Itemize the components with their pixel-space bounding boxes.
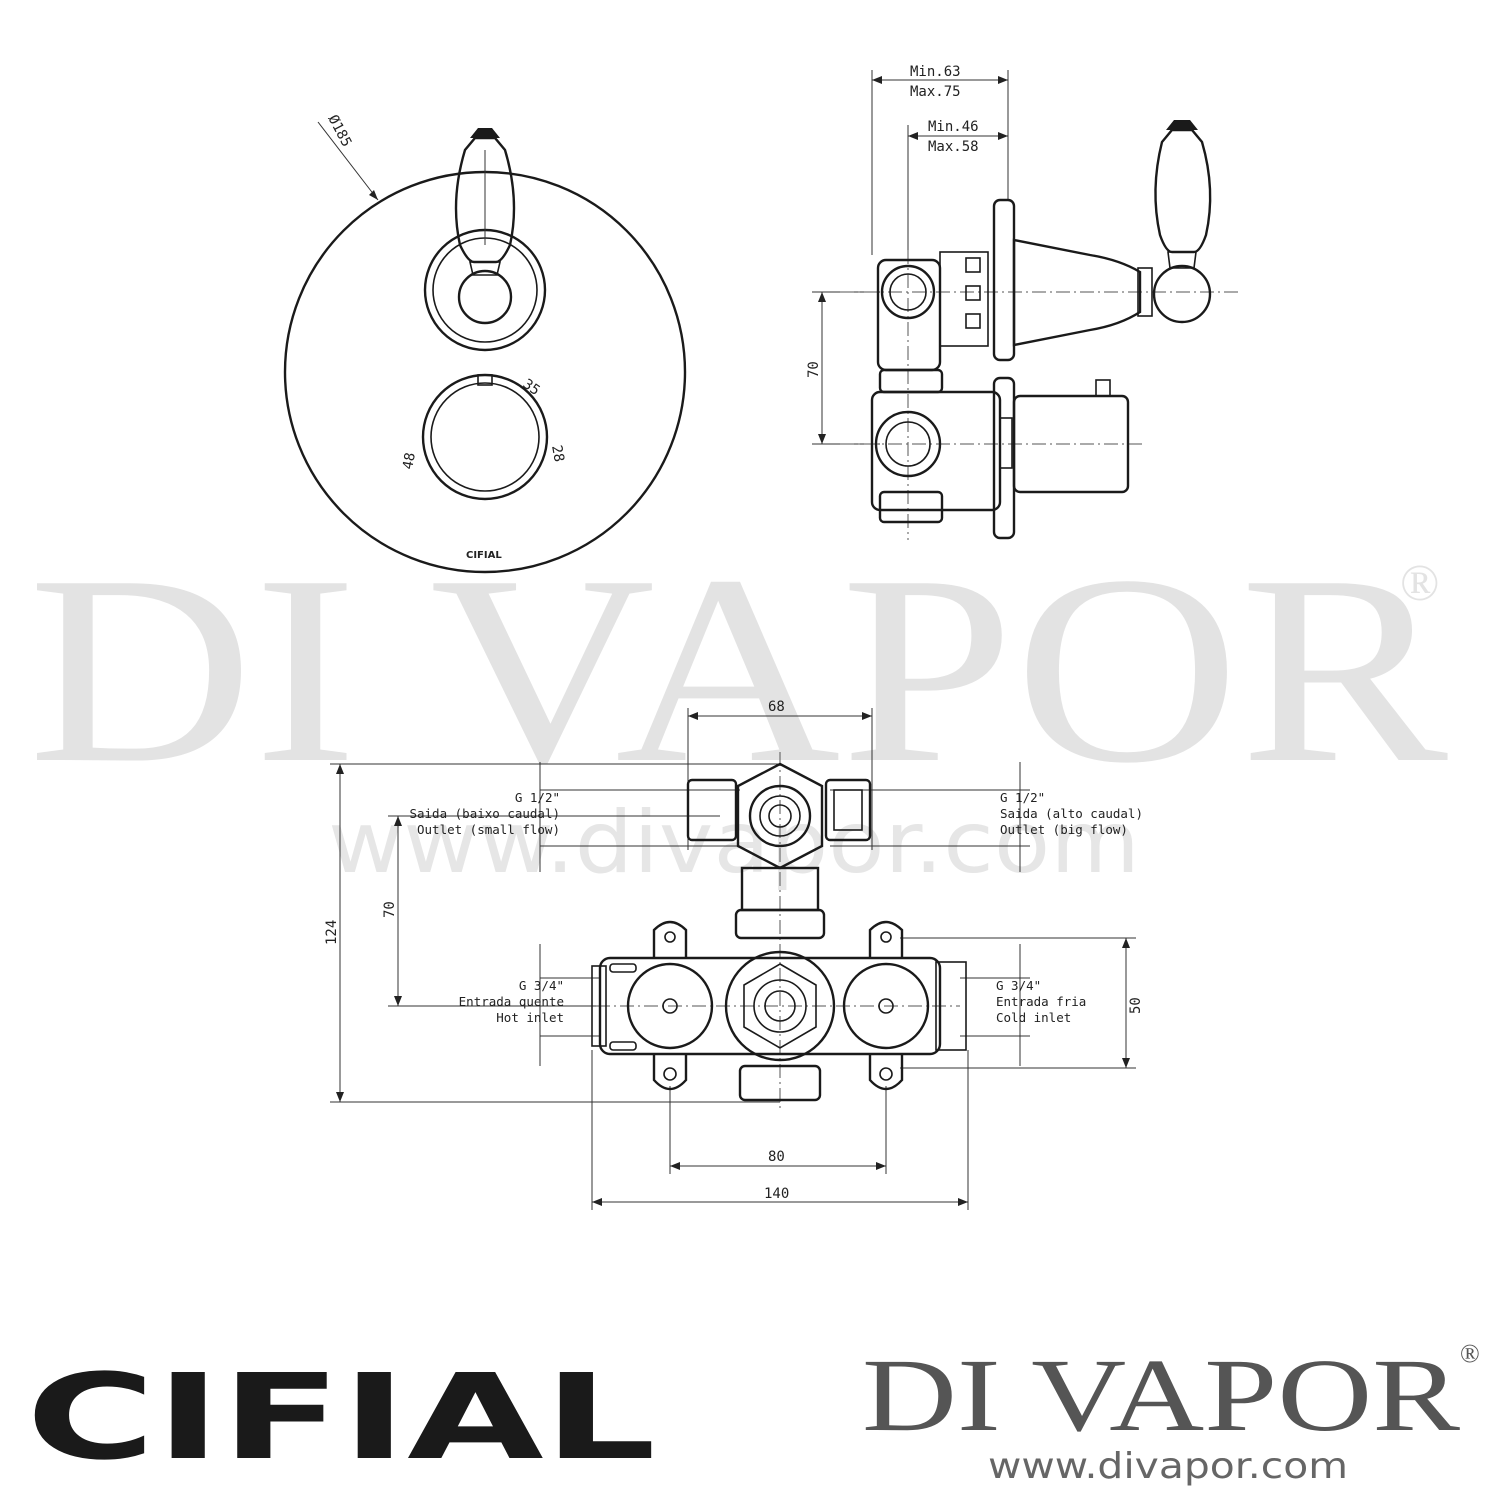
outlet-big-flow-label: G 1/2" Saida (alto caudal) Outlet (big f… [1000,790,1143,837]
lever-escutcheon [423,228,547,352]
divapor-registered-mark: ® [1460,1339,1480,1368]
dim-total-height: 124 [324,920,340,945]
dim-inner-min: Min.46 [928,119,979,135]
dim-outer-min: Min.63 [910,64,961,80]
outlet-small-flow-label: G 1/2" Saida (baixo caudal) Outlet (smal… [409,790,560,837]
svg-text:G 3/4": G 3/4" [519,978,564,993]
dim-mount-width: 80 [768,1149,785,1165]
dim-outer-max: Max.75 [910,84,961,100]
watermark-title: DI VAPOR [28,520,1450,819]
diameter-label: Ø185 [324,112,354,149]
side-view: Min.63 Max.75 Min.46 Max.58 70 [806,64,1240,540]
svg-text:G 1/2": G 1/2" [1000,790,1045,805]
hot-check-valve [626,962,714,1050]
bottom-nut [738,1064,822,1102]
cartridge-housing [724,950,836,1062]
footer: CIFIAL DI VAPOR ® www.divapor.com [26,1338,1480,1487]
watermark-registered-mark: ® [1400,555,1440,612]
cover-brand-mark: CIFIAL [466,550,502,561]
dim-height-70: 70 [806,361,822,378]
svg-text:Entrada fria: Entrada fria [996,994,1086,1009]
union-nut [734,908,826,940]
svg-text:Outlet (big flow): Outlet (big flow) [1000,822,1128,837]
svg-text:G 1/2": G 1/2" [515,790,560,805]
valve-main-body [598,956,942,1056]
svg-text:Entrada quente: Entrada quente [459,994,564,1009]
mounting-ears [652,920,904,1091]
cold-inlet-label: G 3/4" Entrada fria Cold inlet [996,978,1086,1025]
dim-inner-max: Max.58 [928,139,979,155]
hot-inlet-label: G 3/4" Entrada quente Hot inlet [459,978,564,1025]
watermark-url: www.divapor.com [328,793,1140,893]
cold-check-valve [842,962,930,1050]
valve-body-view: 68 124 70 50 80 140 [324,699,1144,1210]
cifial-logo: CIFIAL [26,1348,656,1486]
wall-plate-lower [992,376,1016,540]
svg-text:Saida (baixo caudal): Saida (baixo caudal) [409,806,560,821]
scale-left: 48 [400,451,419,470]
scale-right: 28 [548,444,567,463]
dim-total-width: 140 [764,1186,789,1202]
svg-text:Saida (alto caudal): Saida (alto caudal) [1000,806,1143,821]
scale-top: 35 [520,376,543,399]
divapor-brand: DI VAPOR [862,1338,1461,1453]
outlet-big-port [824,778,872,842]
dim-inlet-spacing: 50 [1128,997,1144,1014]
dim-top-width: 68 [768,699,785,715]
front-view: Ø185 35 48 28 CIFIAL [283,112,687,574]
outlet-small-port [686,778,738,842]
svg-text:G 3/4": G 3/4" [996,978,1041,993]
svg-text:Outlet (small flow): Outlet (small flow) [417,822,560,837]
svg-text:Cold inlet: Cold inlet [996,1010,1071,1025]
watermark: DI VAPOR ® www.divapor.com [28,520,1450,893]
wall-plate-upper [992,198,1016,362]
lever-handle-icon [454,128,516,276]
divapor-url: www.divapor.com [988,1446,1348,1487]
svg-text:Hot inlet: Hot inlet [496,1010,564,1025]
dim-inlet-offset: 70 [382,901,398,918]
